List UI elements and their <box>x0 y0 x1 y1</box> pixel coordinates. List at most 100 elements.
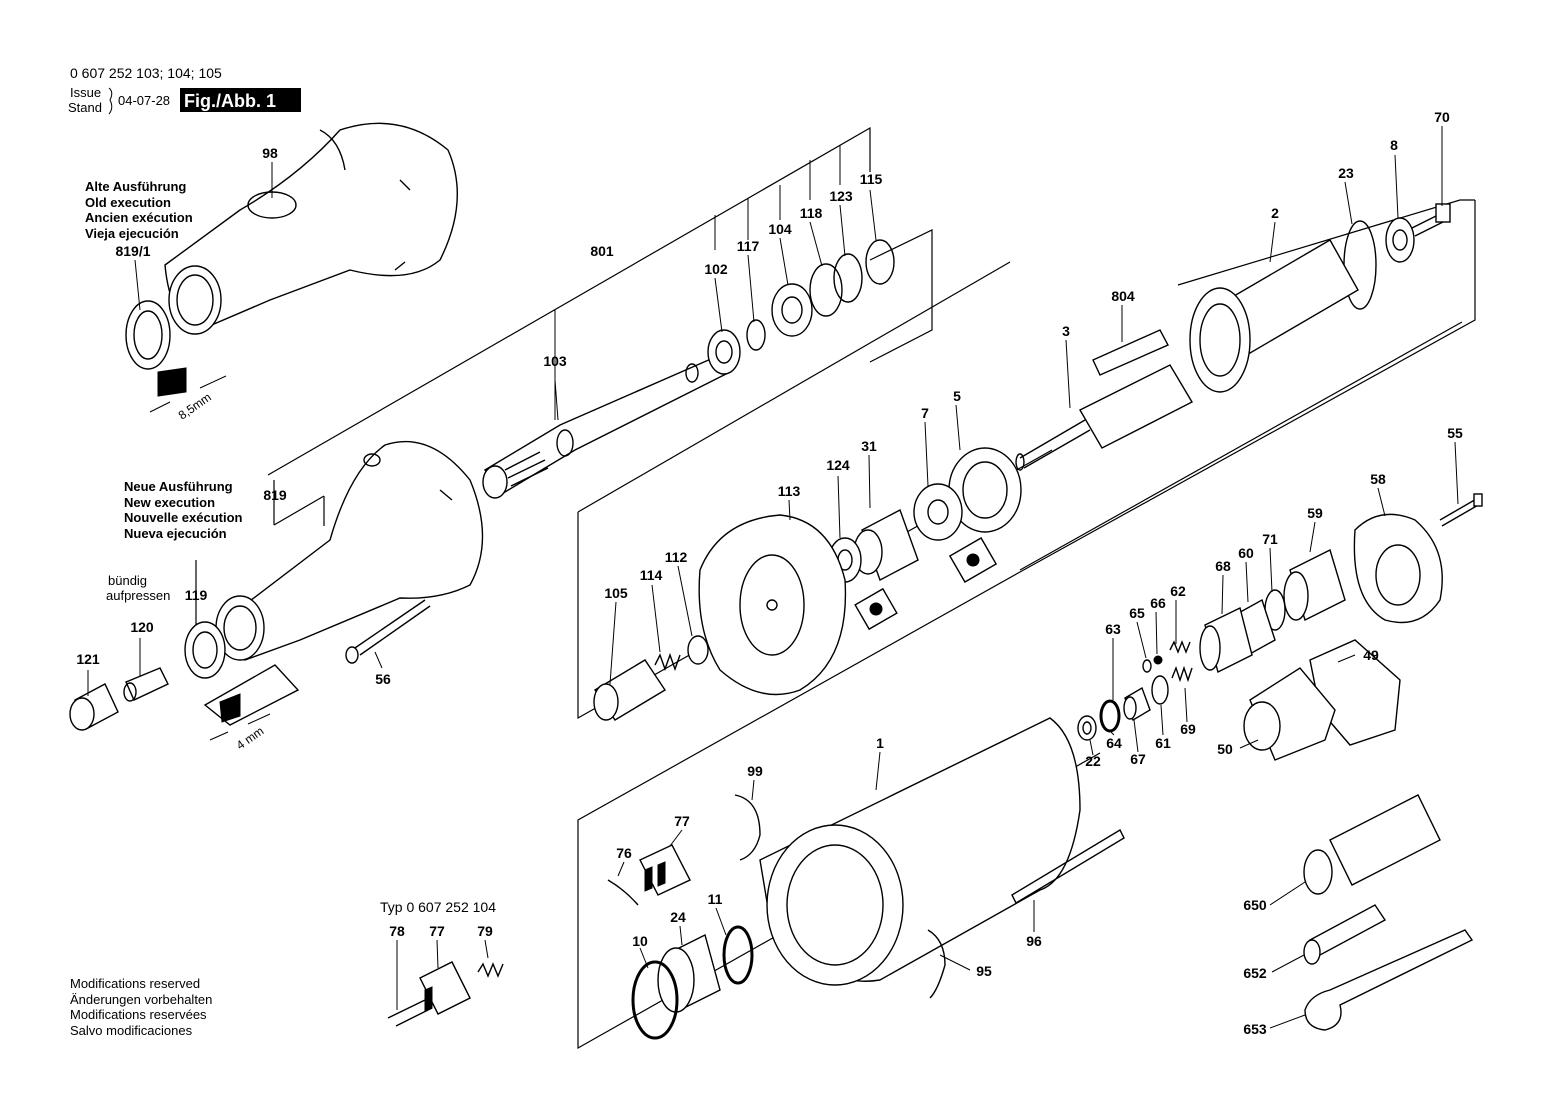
detail-8-5mm: 8,5mm <box>149 367 227 423</box>
callout-103: 103 <box>543 353 567 369</box>
callout-7: 7 <box>921 405 929 421</box>
callout-61: 61 <box>1155 735 1171 751</box>
bearing-102 <box>707 329 741 375</box>
callout-labels: 98 819/1 801 102 117 104 118 123 115 103… <box>76 109 1463 1037</box>
callout-3: 3 <box>1062 323 1070 339</box>
nut-59 <box>1283 549 1346 621</box>
callout-10: 10 <box>632 933 648 949</box>
callout-78: 78 <box>389 923 405 939</box>
svg-text:Salvo modificaciones: Salvo modificaciones <box>70 1023 193 1038</box>
svg-text:Änderungen vorbehalten: Änderungen vorbehalten <box>70 992 212 1007</box>
svg-text:Nouvelle exécution: Nouvelle exécution <box>124 510 243 525</box>
callout-31: 31 <box>861 438 877 454</box>
callout-95: 95 <box>976 963 992 979</box>
callout-652: 652 <box>1243 965 1267 981</box>
inlet-24 <box>657 933 721 1013</box>
wrench-653 <box>1304 929 1474 1031</box>
callout-69: 69 <box>1180 721 1196 737</box>
callout-50: 50 <box>1217 741 1233 757</box>
cylinder-2 <box>1189 239 1359 393</box>
screw-70 <box>1411 203 1451 237</box>
callout-114: 114 <box>640 567 663 583</box>
spacer-31 <box>853 509 919 581</box>
nipple-120 <box>123 667 169 702</box>
callout-56: 56 <box>375 671 391 687</box>
svg-text:bündig: bündig <box>108 573 147 588</box>
ring-819-1 <box>125 300 171 370</box>
callout-70: 70 <box>1434 109 1450 125</box>
callout-22: 22 <box>1085 753 1101 769</box>
callout-63: 63 <box>1105 621 1121 637</box>
spring-62 <box>1169 640 1191 654</box>
callout-1: 1 <box>876 735 884 751</box>
callout-11: 11 <box>708 891 723 907</box>
svg-text:Old execution: Old execution <box>85 195 171 210</box>
svg-text:Modifications reservées: Modifications reservées <box>70 1007 207 1022</box>
callout-119: 119 <box>185 587 208 603</box>
header-brace <box>108 87 113 115</box>
callout-23: 23 <box>1338 165 1354 181</box>
nameplate-96 <box>1011 829 1125 904</box>
svg-text:Vieja ejecución: Vieja ejecución <box>85 226 179 241</box>
ring-119 <box>184 621 226 679</box>
circlip-115 <box>865 239 895 285</box>
group-801-bracket <box>267 126 871 476</box>
washer-118 <box>809 263 843 317</box>
leader-lines <box>87 126 1459 1029</box>
callout-124: 124 <box>826 457 850 473</box>
silencer-650 <box>1303 794 1441 895</box>
callout-66: 66 <box>1150 595 1166 611</box>
cover-58 <box>1353 513 1443 624</box>
part-number: 0 607 252 103; 104; 105 <box>70 65 222 81</box>
silencer-105 <box>593 659 666 721</box>
screw-55 <box>1439 493 1483 527</box>
ring-123 <box>833 253 863 303</box>
callout-79: 79 <box>477 923 493 939</box>
bearing-8 <box>1385 217 1415 263</box>
callout-64: 64 <box>1106 735 1122 751</box>
callout-99: 99 <box>747 763 763 779</box>
callout-77: 77 <box>674 813 690 829</box>
callout-653: 653 <box>1243 1021 1267 1037</box>
callout-121: 121 <box>76 651 100 667</box>
issue-date: 04-07-28 <box>118 93 170 108</box>
group-801-frame-right <box>869 229 933 363</box>
callout-104: 104 <box>768 221 792 237</box>
spring-69 <box>1171 665 1193 683</box>
modifications-note: Modifications reserved Änderungen vorbeh… <box>70 976 212 1038</box>
callout-65: 65 <box>1129 605 1145 621</box>
callout-118: 118 <box>800 205 823 221</box>
callout-58: 58 <box>1370 471 1386 487</box>
dimension-8-5mm: 8,5mm <box>176 390 214 423</box>
callout-650: 650 <box>1243 897 1267 913</box>
callout-113: 113 <box>778 483 801 499</box>
detent-77 <box>639 844 691 896</box>
callout-804: 804 <box>1111 288 1135 304</box>
callout-55: 55 <box>1447 425 1463 441</box>
callout-801: 801 <box>590 243 614 259</box>
callout-120: 120 <box>130 619 154 635</box>
type-104-inset <box>387 961 504 1027</box>
callout-117: 117 <box>737 238 760 254</box>
callout-49: 49 <box>1363 647 1379 663</box>
callout-59: 59 <box>1307 505 1323 521</box>
press-flush-note: bündig aufpressen <box>106 573 170 603</box>
piston-67 <box>1123 686 1151 722</box>
callout-24: 24 <box>670 909 686 925</box>
hose-nipple-652 <box>1303 904 1387 965</box>
detail-4mm: 4 mm <box>203 664 300 752</box>
stand-label: Stand <box>68 100 102 115</box>
motor-housing-1 <box>759 717 1081 986</box>
rotor-3 <box>1015 364 1193 471</box>
callout-62: 62 <box>1170 583 1186 599</box>
o-ring-11 <box>722 925 754 985</box>
svg-text:New execution: New execution <box>124 495 215 510</box>
ball-66 <box>1153 655 1163 665</box>
callout-819: 819 <box>263 487 287 503</box>
spacer-112 <box>687 635 709 665</box>
callout-67: 67 <box>1130 751 1146 767</box>
bearing-icon-7 <box>948 537 998 583</box>
bearing-icon-124 <box>854 587 898 631</box>
